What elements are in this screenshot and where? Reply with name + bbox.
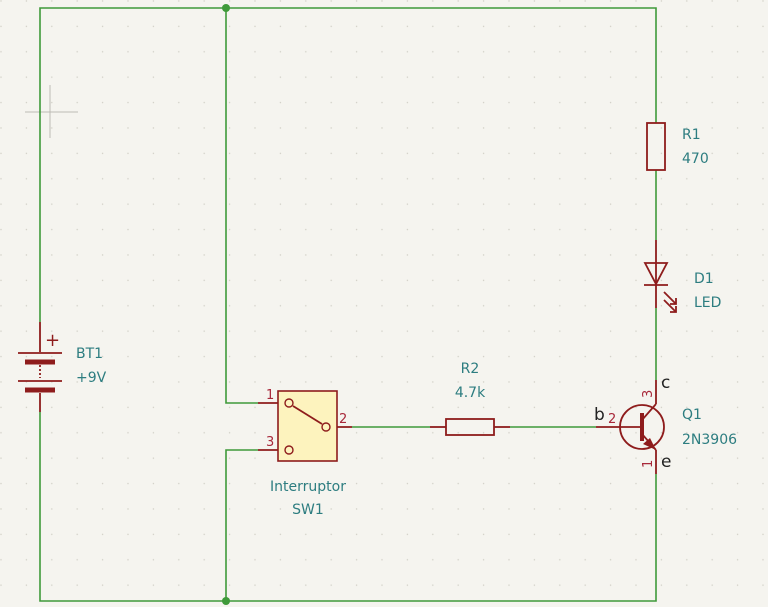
switch-sw1[interactable]: 1 2 3 Interruptor SW1 <box>258 388 352 518</box>
wires[interactable] <box>39 4 657 605</box>
led-d1[interactable]: D1 LED <box>643 240 721 313</box>
resistor-r1[interactable]: R1 470 <box>646 122 709 171</box>
q1-terminal-e: e <box>661 452 671 472</box>
q1-pin-e: 1 <box>641 460 656 468</box>
crosshair-cursor-icon <box>25 85 78 138</box>
transistor-q1[interactable]: 2 3 1 b c e Q1 2N3906 <box>594 373 737 474</box>
wire-bottom[interactable] <box>39 412 657 602</box>
d1-value: LED <box>694 295 721 311</box>
q1-terminal-b: b <box>594 405 605 425</box>
q1-terminal-c: c <box>661 373 670 393</box>
sw1-ref: SW1 <box>292 502 324 518</box>
battery-plus-sign: + <box>45 330 60 351</box>
bt1-value: +9V <box>76 370 107 386</box>
q1-pin-c: 3 <box>641 390 656 398</box>
wire-top[interactable] <box>39 7 657 322</box>
bt1-ref: BT1 <box>76 346 103 362</box>
r1-ref: R1 <box>682 127 701 143</box>
wire-sw1-pin1[interactable] <box>225 8 258 404</box>
resistor-r2[interactable]: R2 4.7k <box>430 361 510 436</box>
light-emission-arrows-icon <box>663 291 677 313</box>
r2-ref: R2 <box>461 361 480 377</box>
q1-value: 2N3906 <box>682 432 737 448</box>
sw1-pin-1: 1 <box>266 388 274 403</box>
q1-pin-b: 2 <box>608 412 616 427</box>
q1-ref: Q1 <box>682 407 702 423</box>
r1-value: 470 <box>682 151 709 167</box>
battery-bt1[interactable]: + BT1 +9V <box>18 322 107 412</box>
r2-value: 4.7k <box>455 385 486 401</box>
junction-dot <box>222 4 230 12</box>
d1-ref: D1 <box>694 271 714 287</box>
sw1-pin-2: 2 <box>339 412 347 427</box>
wire-sw1-pin3[interactable] <box>225 449 258 601</box>
junction-dot <box>222 597 230 605</box>
sw1-value: Interruptor <box>270 479 346 495</box>
sw1-pin-3: 3 <box>266 435 274 450</box>
